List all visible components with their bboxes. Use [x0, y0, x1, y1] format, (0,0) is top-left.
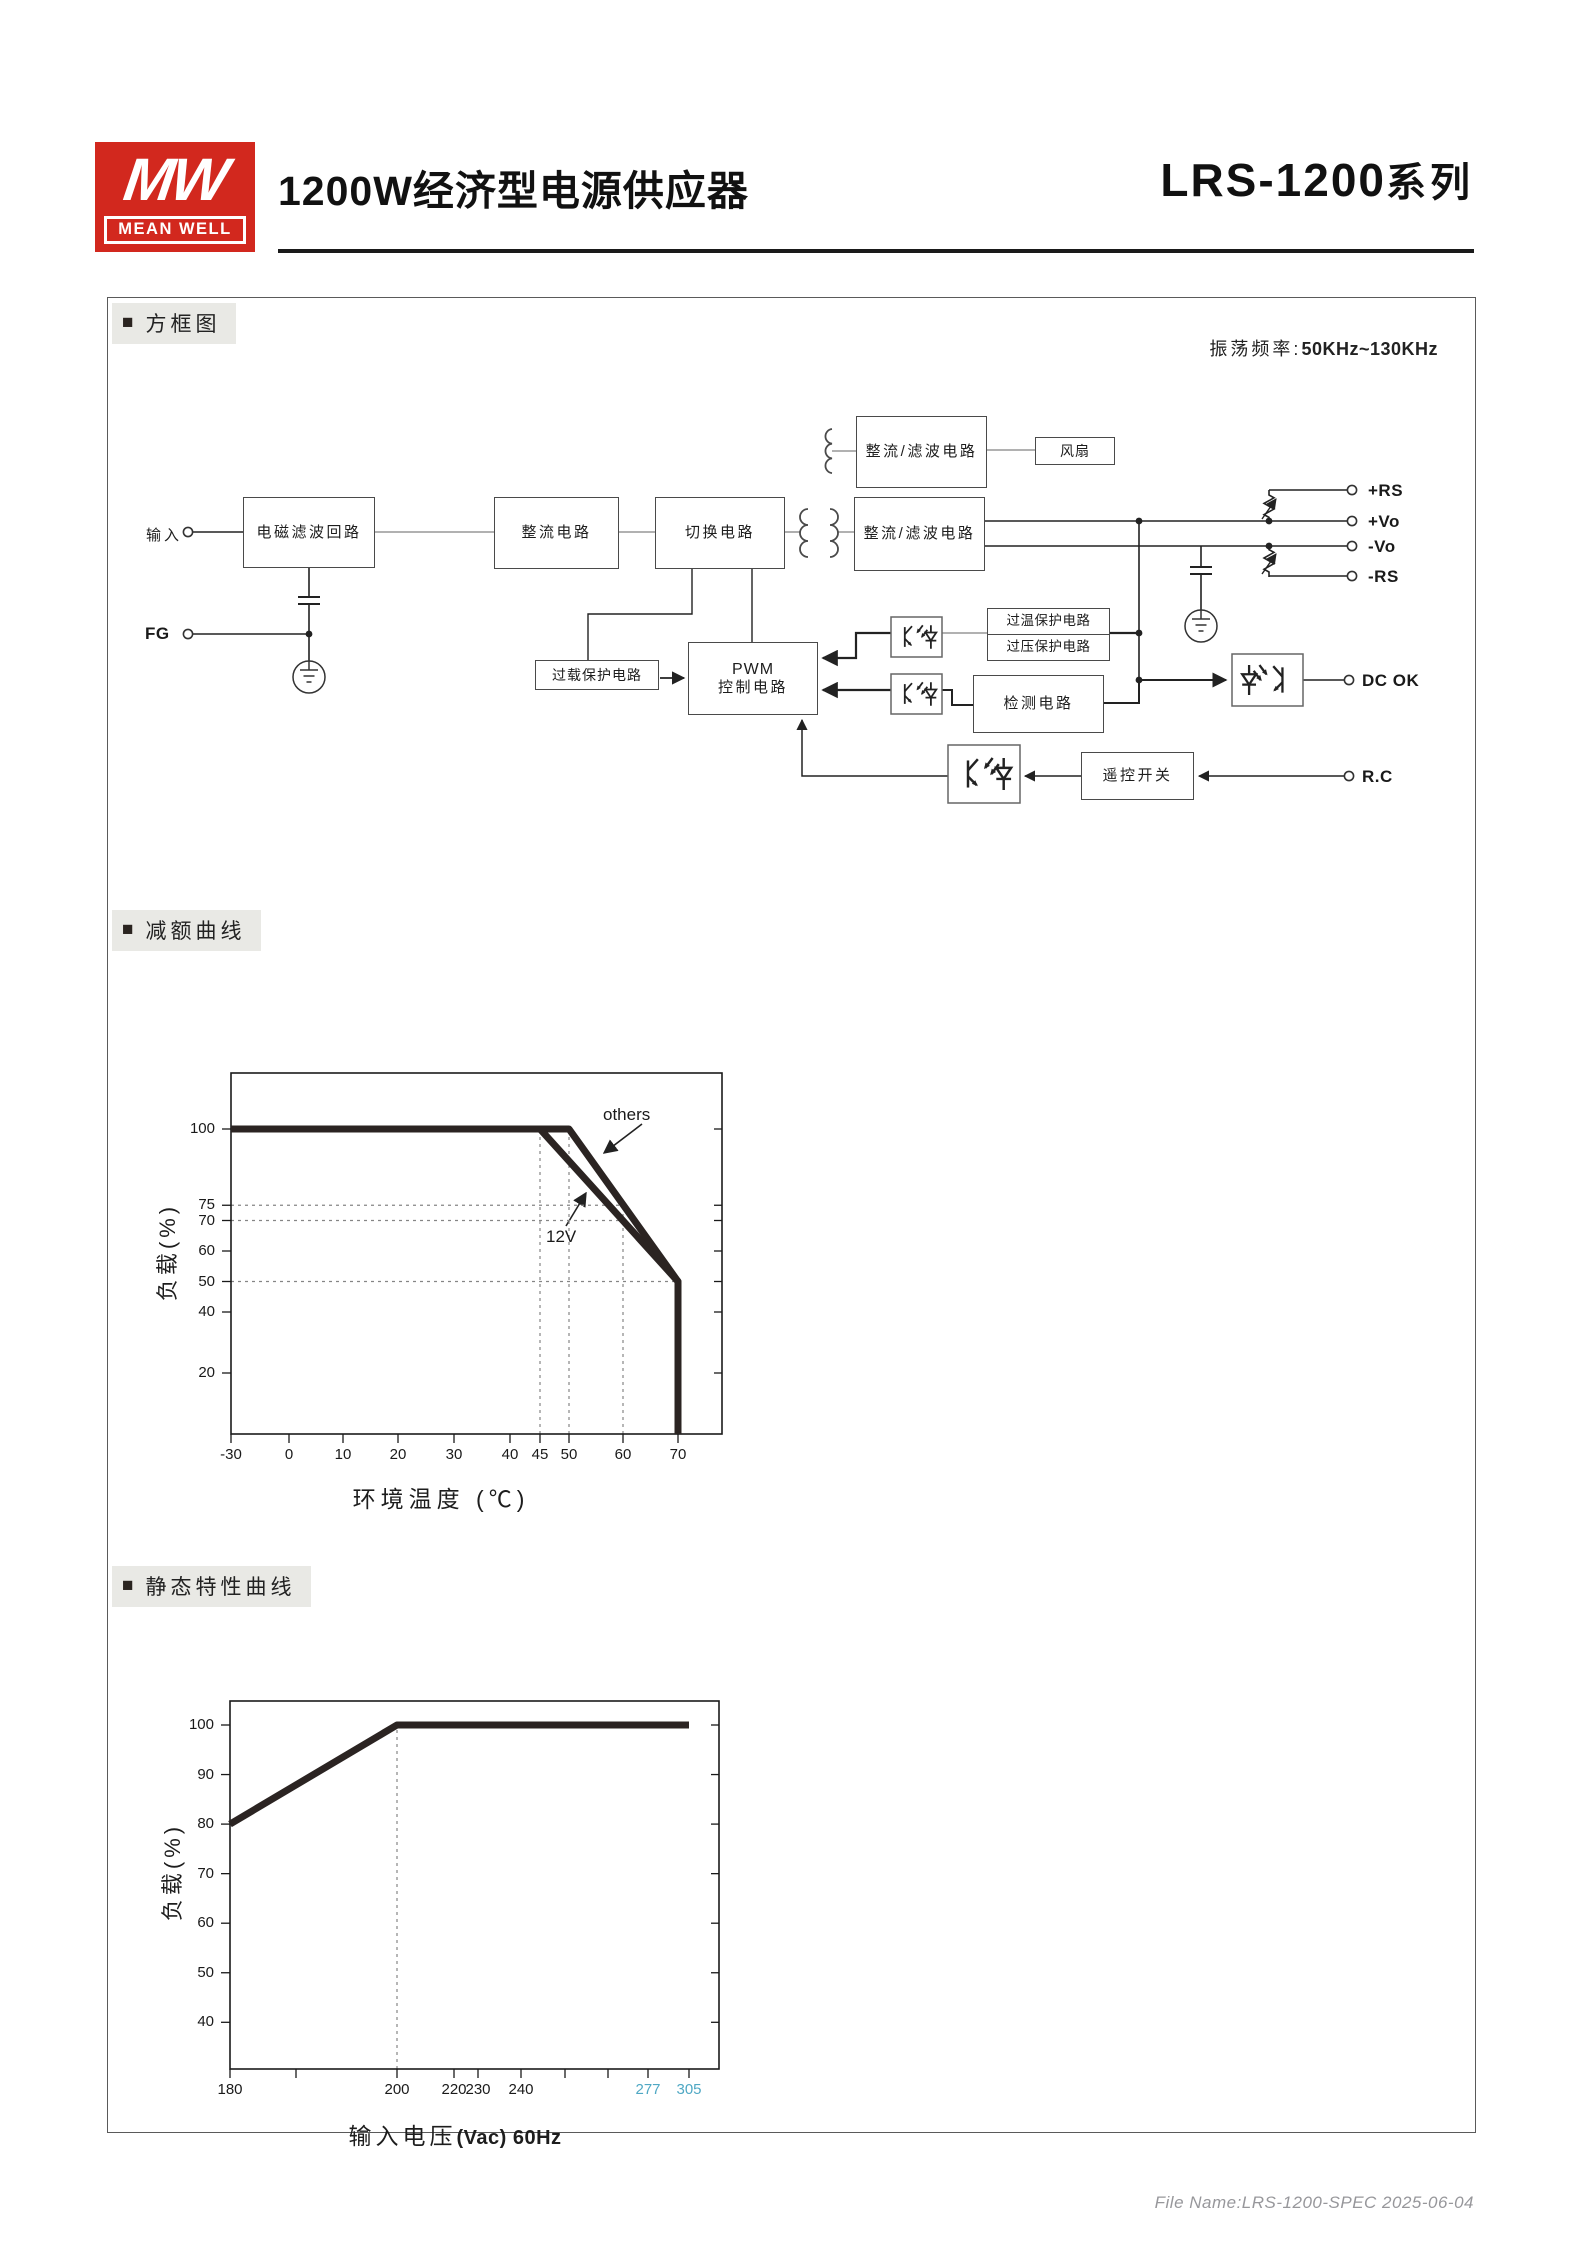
block-emi-filter: 电磁滤波回路: [243, 497, 375, 568]
block-overload-protection: 过载保护电路: [535, 660, 659, 690]
pwm-label-line2: 控制电路: [717, 679, 788, 697]
x-tick-label: 0: [284, 1446, 294, 1463]
terminal-label-input: 输入: [145, 527, 182, 544]
junction-dots: [305, 517, 1273, 684]
section-bullet-icon: ■: [122, 919, 134, 940]
transformer-coils-icon: [799, 428, 839, 558]
x-tick-label: 277: [635, 2081, 661, 2098]
terminal-label-rc: R.C: [1362, 767, 1393, 786]
y-tick-label: 40: [198, 1303, 215, 1320]
x-tick-label: 45: [531, 1446, 549, 1463]
others-series-label: others: [603, 1105, 651, 1124]
y-tick-label: 50: [197, 1963, 214, 1981]
x-tick-label: 40: [501, 1446, 519, 1463]
block-over-volt-protection: 过压保护电路: [987, 634, 1110, 661]
y-tick-label: 80: [197, 1815, 214, 1833]
y-tick-label: 60: [198, 1242, 215, 1259]
x-tick-label: 30: [445, 1446, 463, 1463]
block-pwm-control: PWM 控制电路: [688, 642, 818, 715]
block-remote-switch: 遥控开关: [1081, 752, 1194, 800]
x-tick-label: 220: [441, 2081, 467, 2098]
static-x-axis-label-cjk: 输入电压: [348, 2123, 457, 2149]
x-tick-label: 180: [217, 2081, 243, 2098]
oscillation-frequency: 振荡频率: 50KHz~130KHz: [1209, 335, 1438, 361]
block-rect-filter-aux: 整流/滤波电路: [856, 416, 987, 488]
section-bullet-icon: ■: [122, 1575, 134, 1596]
others-annotation-arrow: [602, 1123, 643, 1154]
section-title-static-curve: ■ 静态特性曲线: [112, 1566, 312, 1607]
pwm-label-line1: PWM: [731, 660, 775, 678]
terminal-label-dc-ok: DC OK: [1362, 671, 1420, 690]
section-bullet-icon: ■: [122, 312, 134, 333]
x-tick-label: 70: [669, 1446, 687, 1463]
static-x-axis-label-latin: (Vac) 60Hz: [456, 2127, 562, 2149]
y-tick-label: 50: [198, 1272, 215, 1290]
terminal-label-pos-rs: +RS: [1368, 481, 1404, 500]
x-tick-label: 230: [465, 2081, 491, 2098]
y-tick-label: 60: [197, 1914, 214, 1932]
oscillation-frequency-label: 振荡频率:: [1209, 339, 1302, 359]
black-wiring: [192, 489, 1347, 782]
y-tick-label: 100: [188, 1716, 214, 1733]
earth-ground-icon: [292, 609, 1218, 694]
gray-connectors: [375, 449, 1035, 634]
terminal-circles: [182, 484, 1358, 782]
footer-file-name: File Name:LRS-1200-SPEC 2025-06-04: [1154, 2193, 1474, 2212]
y-tick-label: 70: [197, 1864, 214, 1882]
x-tick-label: 20: [389, 1446, 407, 1463]
logo-brand-text: MEAN WELL: [104, 216, 246, 244]
derating-x-axis-label: 环境温度 (℃): [352, 1486, 530, 1512]
section-label: 减额曲线: [145, 920, 246, 943]
y-tick-label: 40: [197, 2013, 214, 2031]
oscillation-frequency-value: 50KHz~130KHz: [1301, 339, 1438, 359]
block-detection: 检测电路: [973, 675, 1104, 733]
y-tick-label: 75: [198, 1196, 215, 1214]
terminal-label-pos-vo: +Vo: [1368, 512, 1400, 531]
block-rectifier: 整流电路: [494, 497, 619, 569]
static-y-axis-label: 负载(%): [160, 1822, 185, 1922]
y-tick-label: 100: [189, 1120, 215, 1137]
x-tick-label: 200: [384, 2081, 410, 2098]
meanwell-logo: MW MEAN WELL: [95, 142, 255, 252]
section-title-derating: ■ 减额曲线: [112, 910, 262, 951]
content-border: [107, 297, 1476, 2133]
y-tick-label: 20: [198, 1364, 215, 1381]
12v-series-label: 12V: [546, 1227, 577, 1246]
page-title: 1200W经济型电源供应器: [278, 168, 749, 214]
x-tick-label: 50: [560, 1446, 578, 1463]
x-tick-label: 10: [334, 1446, 352, 1463]
optocoupler-icons: [890, 616, 1304, 804]
y-tick-label: 90: [197, 1765, 214, 1783]
header-rule: [278, 249, 1474, 253]
x-tick-label: 240: [508, 2081, 534, 2098]
x-tick-label: 305: [676, 2081, 702, 2098]
x-tick-label: -30: [220, 1446, 242, 1463]
y-tick-label: 70: [198, 1211, 215, 1229]
series-name: LRS-1200: [1160, 154, 1386, 206]
block-switching: 切换电路: [655, 497, 785, 569]
section-title-block-diagram: ■ 方框图: [112, 303, 237, 344]
block-rect-filter-main: 整流/滤波电路: [854, 497, 985, 571]
series-suffix: 系列: [1386, 161, 1474, 205]
section-label: 方框图: [145, 313, 221, 336]
terminal-label-neg-rs: -RS: [1368, 567, 1399, 586]
x-tick-label: 60: [614, 1446, 632, 1463]
section-label: 静态特性曲线: [145, 1576, 296, 1599]
block-over-temp-protection: 过温保护电路: [987, 608, 1110, 635]
terminal-label-neg-vo: -Vo: [1368, 537, 1396, 556]
static-x-axis-label: 输入电压 (Vac) 60Hz: [240, 2117, 670, 2151]
terminal-label-fg: FG: [145, 624, 170, 643]
block-fan: 风扇: [1035, 437, 1115, 465]
